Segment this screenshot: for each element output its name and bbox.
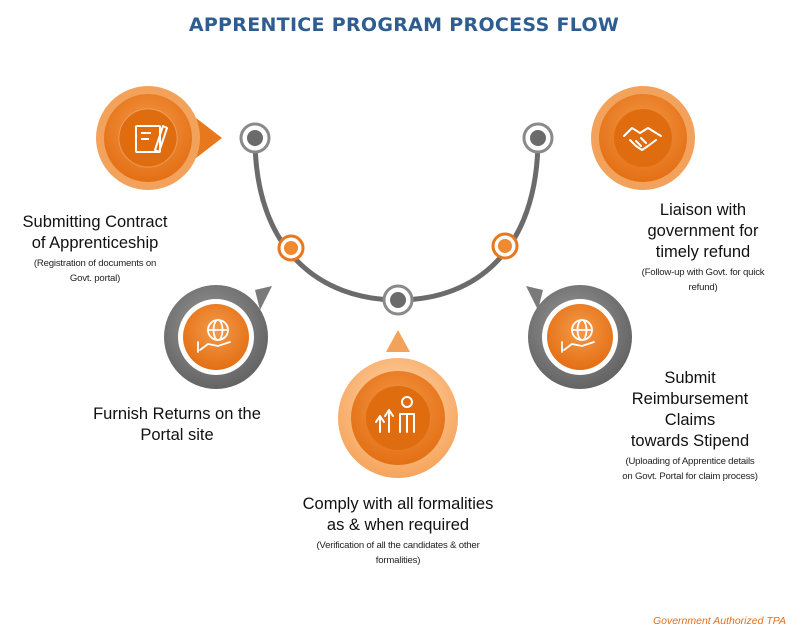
flow-arc [252,135,541,303]
step-3-title-line1: Comply with all formalities [302,495,494,513]
step-1-title-line1: Submitting Contract [22,213,168,231]
step-5-title-line1: Liaison with [659,201,747,219]
step-3-label: Comply with all formalities as & when re… [258,494,538,568]
step-2-title-line2: Portal site [140,426,214,445]
step-4-label: Submit Reimbursement Claims towards Stip… [590,368,790,484]
arc-node-orange-right [491,232,519,260]
step-4-badge [526,285,632,389]
arc-node-gray-right [522,122,554,154]
step-4-detail-line1: (Uploading of Apprentice details [625,456,755,468]
contract-pen-icon [135,125,168,153]
step-4-title-line2: Reimbursement [631,390,749,409]
person-growth-icon [375,396,415,433]
step-5-detail-line2: refund) [688,281,718,293]
step-2-title-line1: Furnish Returns on the [93,405,261,423]
step-3-detail-line1: (Verification of all the candidates & ot… [316,540,480,552]
arc-node-gray-left [239,122,271,154]
globe-hand-icon [561,319,595,353]
arc-node-orange-left [277,234,305,262]
step-4-title-line1: Submit [664,369,716,387]
step-1-title-line2: of Apprenticeship [31,234,159,253]
step-4-title-line3: Claims [664,411,716,430]
step-5-title-line3: timely refund [655,243,751,262]
step-3-detail-line2: formalities) [375,554,421,566]
step-5-detail-line1: (Follow-up with Govt. for quick [641,267,765,279]
step-2-badge [164,285,272,389]
step-3-title-line2: as & when required [326,516,470,535]
arc-node-gray-bottom [382,284,414,316]
handshake-icon [623,127,662,151]
step-1-detail-line2: Govt. portal) [69,272,121,284]
step-5-title-line2: government for [647,222,759,241]
step-5-badge [591,86,695,190]
footer-tagline: Government Authorized TPA [652,615,786,627]
step-2-label: Furnish Returns on the Portal site [62,404,292,446]
page-title: APPRENTICE PROGRAM PROCESS FLOW [188,14,620,36]
step-5-label: Liaison with government for timely refun… [608,200,798,295]
step-3-badge [338,330,458,478]
globe-hand-icon [197,319,231,353]
step-1-detail-line1: (Registration of documents on [33,258,157,270]
step-4-detail-line2: on Govt. Portal for claim process) [622,470,758,482]
step-1-badge [96,86,222,190]
step-1-label: Submitting Contract of Apprenticeship (R… [0,212,190,286]
step-4-title-line4: towards Stipend [630,432,750,451]
